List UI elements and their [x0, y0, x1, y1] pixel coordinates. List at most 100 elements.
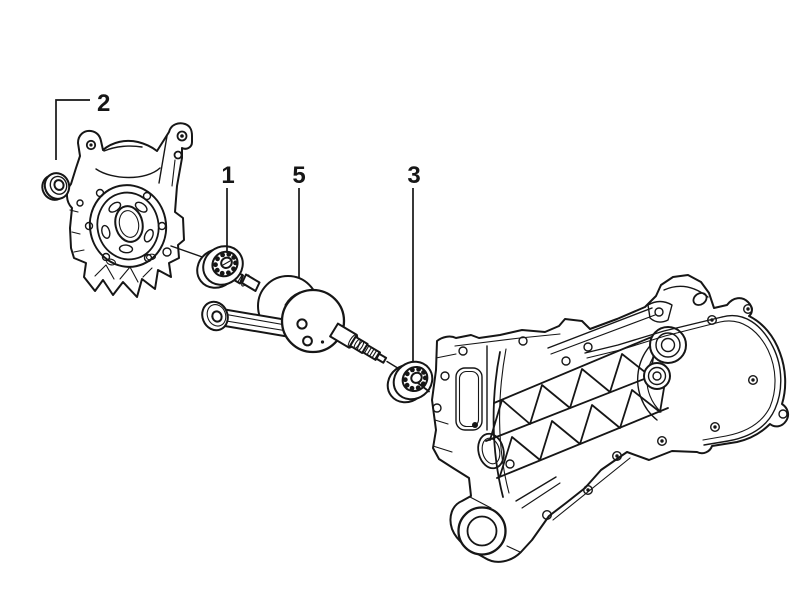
bearing-ball — [226, 270, 231, 276]
output-seal-bore-inner — [481, 437, 501, 465]
bolt-hole — [710, 422, 721, 433]
lightening-slot — [118, 244, 134, 254]
lightening-slot — [108, 201, 122, 213]
callout-label: 3 — [407, 162, 420, 189]
crank-journal-left — [241, 273, 261, 292]
bolt-hole — [101, 252, 111, 262]
bottom-flange-inner — [552, 457, 631, 521]
small-end-bore — [211, 310, 223, 323]
bolt-hole — [95, 188, 105, 198]
gasket-line-inner — [702, 320, 776, 441]
web-hole — [296, 318, 308, 330]
bolt-hole — [505, 459, 515, 469]
kick-boss-lines — [521, 482, 561, 509]
bolt-hole-dot — [751, 378, 755, 382]
bolt-hole — [76, 199, 84, 207]
callout-5: 5 — [292, 162, 306, 278]
output-seal-bore — [477, 432, 505, 470]
engine-mount-hole — [466, 515, 498, 547]
bolt-hole — [176, 130, 188, 142]
bearing-ball — [214, 267, 220, 273]
crankshaft-assembly — [170, 245, 434, 404]
bearing-ball — [421, 370, 426, 375]
gasket-line — [584, 316, 723, 354]
web-hole — [302, 335, 313, 347]
callout-1: 1 — [221, 162, 235, 253]
strut-inner-line — [171, 159, 176, 187]
crankshaft-bearing-left — [196, 245, 244, 289]
bolt-hole — [707, 315, 718, 326]
crankshaft-bearing-right — [386, 360, 434, 404]
bracket-strut-inner — [550, 314, 656, 355]
left-crankcase-half — [66, 122, 193, 298]
flange-slot — [145, 253, 157, 261]
strut-inner-line — [158, 135, 168, 184]
shaft-tip — [375, 352, 388, 364]
callout-label: 1 — [221, 162, 234, 189]
lightening-slot — [143, 228, 154, 243]
bolt-hole — [657, 436, 668, 447]
dome-inner-line — [103, 145, 143, 152]
lug-hole — [692, 292, 708, 306]
bearing-ball — [402, 377, 408, 383]
bearing-ball — [409, 385, 415, 391]
bolt-hole — [142, 191, 152, 201]
bolt-hole — [432, 403, 442, 413]
bearing-ball — [422, 375, 428, 381]
bolt-hole-dot — [615, 454, 619, 458]
bottom-rib-lines — [69, 209, 153, 283]
leg-lines — [469, 496, 521, 553]
alignment-dot — [472, 422, 478, 428]
gasket-line-inner — [586, 321, 721, 359]
bearing-ball — [410, 367, 415, 373]
gasket-line — [703, 315, 782, 446]
bolt-hole-dot — [660, 439, 664, 443]
bearing-ball — [213, 262, 218, 268]
bolt-hole — [518, 336, 528, 346]
callout-label: 5 — [292, 162, 305, 189]
bolt-hole — [561, 356, 571, 366]
bolt-hole — [583, 485, 594, 496]
lightening-slot — [101, 224, 111, 239]
callout-3: 3 — [407, 162, 421, 361]
shaft-boss-ring — [647, 366, 667, 386]
engine-mount-boss — [457, 506, 507, 556]
rib-truss-zigzag — [499, 375, 667, 477]
rib-chord — [496, 407, 669, 479]
bolt-hole — [173, 150, 183, 160]
bolt-hole — [440, 371, 450, 381]
case-mouth-edge-inner — [499, 348, 510, 494]
bolt-hole — [743, 304, 754, 315]
right-crankcase-half — [431, 274, 790, 563]
seal-face-ring — [49, 175, 68, 195]
bolt-hole — [85, 139, 97, 151]
second-lug — [647, 300, 673, 323]
oil-seal — [41, 172, 71, 201]
bolt-hole — [157, 221, 167, 231]
bearing-ball — [233, 260, 238, 266]
thread-hatch — [363, 345, 380, 360]
callout-label: 2 — [97, 90, 110, 117]
small-end-rim — [206, 304, 227, 327]
block-detail-lines — [432, 353, 457, 453]
bolt-hole — [542, 510, 553, 521]
bolt-hole — [612, 451, 623, 462]
shaft-boss-bore — [652, 371, 662, 381]
bolt-hole — [162, 247, 172, 257]
bolt-hole — [778, 409, 788, 419]
bolt-hole-dot — [710, 318, 714, 322]
bearing-boss-ring — [655, 332, 681, 358]
bearing-boss — [649, 326, 687, 364]
bearing-ball — [231, 255, 237, 260]
center-mark — [320, 340, 325, 344]
flange-slot — [106, 258, 116, 266]
callout-2: 2 — [55, 90, 110, 160]
bearing-ball — [420, 381, 426, 387]
bearing-ball — [416, 366, 421, 372]
block-pocket-inner — [458, 370, 480, 428]
callouts: 2 1 5 3 — [55, 90, 421, 361]
bolt-hole-dot — [746, 307, 750, 311]
bolt-hole-dot — [89, 143, 93, 147]
